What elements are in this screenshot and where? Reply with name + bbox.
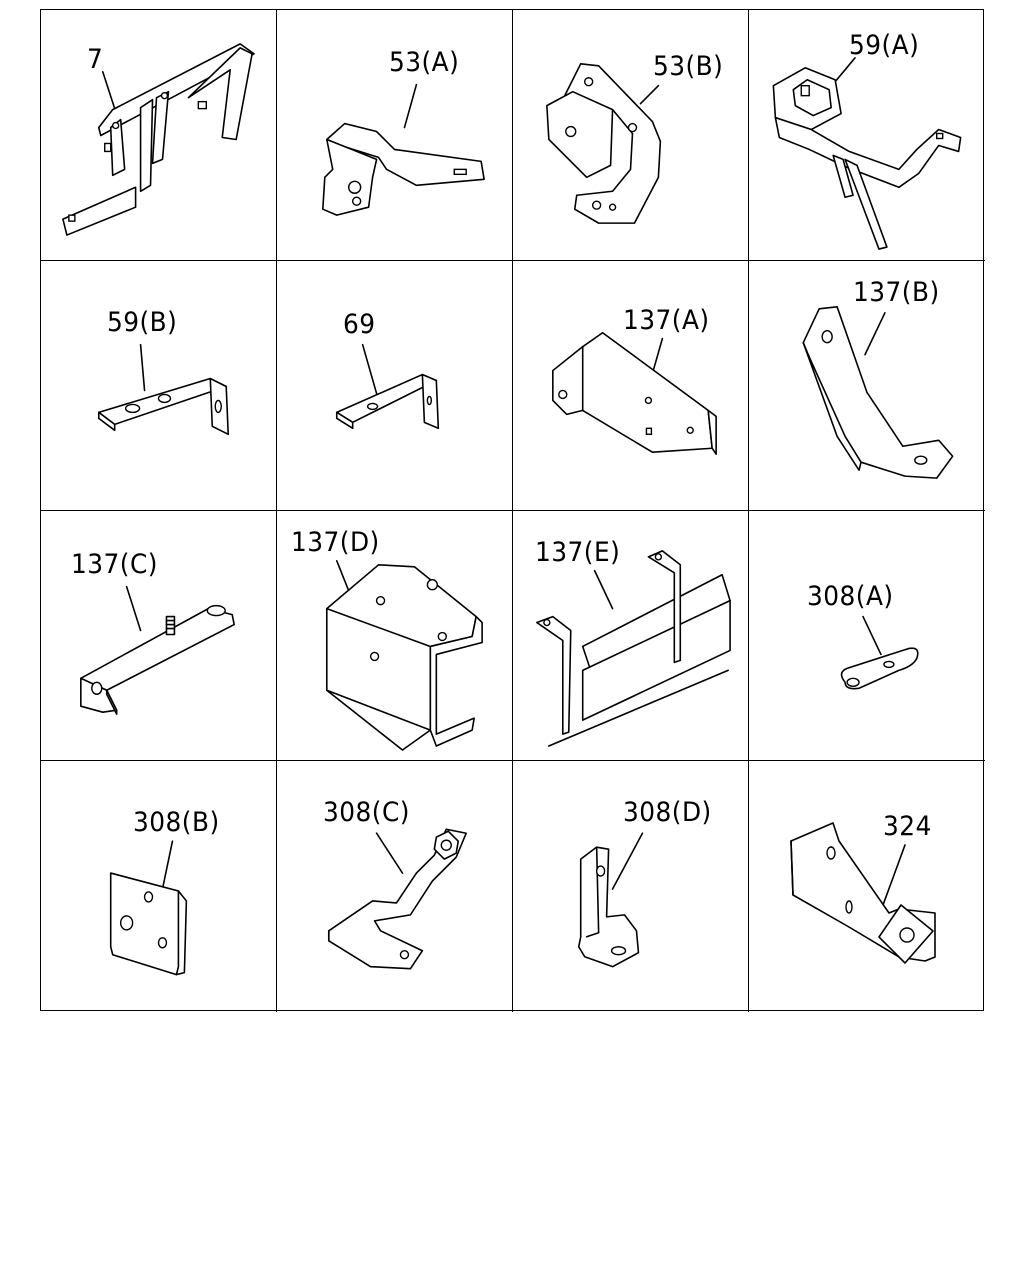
part-cell-137b[interactable]: 137(B): [749, 261, 985, 511]
bracket-59a-drawing: [772, 57, 962, 250]
bracket-59b-drawing: [97, 343, 229, 436]
bracket-308c-drawing: [327, 828, 467, 970]
bracket-137b-drawing: [802, 306, 954, 479]
part-cell-308c[interactable]: 308(C): [277, 761, 513, 1012]
bracket-308b-drawing: [109, 840, 188, 976]
parts-grid: 7 53(A) 53(B): [40, 9, 985, 1012]
bracket-308d-drawing: [577, 832, 644, 968]
part-label-324: 324: [883, 811, 932, 842]
bracket-324-drawing: [790, 822, 936, 964]
part-label-308b: 308(B): [133, 807, 220, 838]
part-label-69: 69: [343, 309, 376, 340]
bracket-69-drawing: [335, 343, 440, 430]
part-label-308c: 308(C): [323, 797, 410, 828]
part-cell-53a[interactable]: 53(A): [277, 10, 513, 261]
part-label-308d: 308(D): [623, 797, 712, 828]
bracket-53b-drawing: [546, 63, 662, 224]
part-label-137e: 137(E): [535, 537, 621, 568]
bracket-53a-drawing: [322, 83, 485, 216]
bracket-137c-drawing: [80, 585, 235, 715]
part-label-308a: 308(A): [807, 581, 894, 612]
part-label-53b: 53(B): [653, 51, 724, 82]
bracket-308a-drawing: [840, 615, 919, 690]
part-cell-137a[interactable]: 137(A): [513, 261, 749, 511]
part-cell-59a[interactable]: 59(A): [749, 10, 985, 261]
part-label-137d: 137(D): [291, 527, 380, 558]
part-cell-308d[interactable]: 308(D): [513, 761, 749, 1012]
bracket-137d-drawing: [325, 560, 483, 751]
part-label-137a: 137(A): [623, 305, 710, 336]
part-label-53a: 53(A): [389, 47, 460, 78]
part-cell-137e[interactable]: 137(E): [513, 511, 749, 761]
part-cell-308a[interactable]: 308(A): [749, 511, 985, 761]
part-label-137b: 137(B): [853, 277, 940, 308]
part-cell-59b[interactable]: 59(B): [41, 261, 277, 511]
bracket-137a-drawing: [552, 331, 717, 456]
part-label-137c: 137(C): [71, 549, 158, 580]
part-cell-137c[interactable]: 137(C): [41, 511, 277, 761]
part-cell-53b[interactable]: 53(B): [513, 10, 749, 261]
bracket-7-drawing: [62, 43, 255, 236]
bracket-137e-drawing: [536, 550, 731, 747]
part-cell-7[interactable]: 7: [41, 10, 277, 261]
part-cell-324[interactable]: 324: [749, 761, 985, 1012]
part-cell-308b[interactable]: 308(B): [41, 761, 277, 1012]
part-cell-137d[interactable]: 137(D): [277, 511, 513, 761]
part-label-59b: 59(B): [107, 307, 178, 338]
part-label-59a: 59(A): [849, 30, 920, 61]
part-label-7: 7: [87, 44, 104, 75]
part-cell-69[interactable]: 69: [277, 261, 513, 511]
